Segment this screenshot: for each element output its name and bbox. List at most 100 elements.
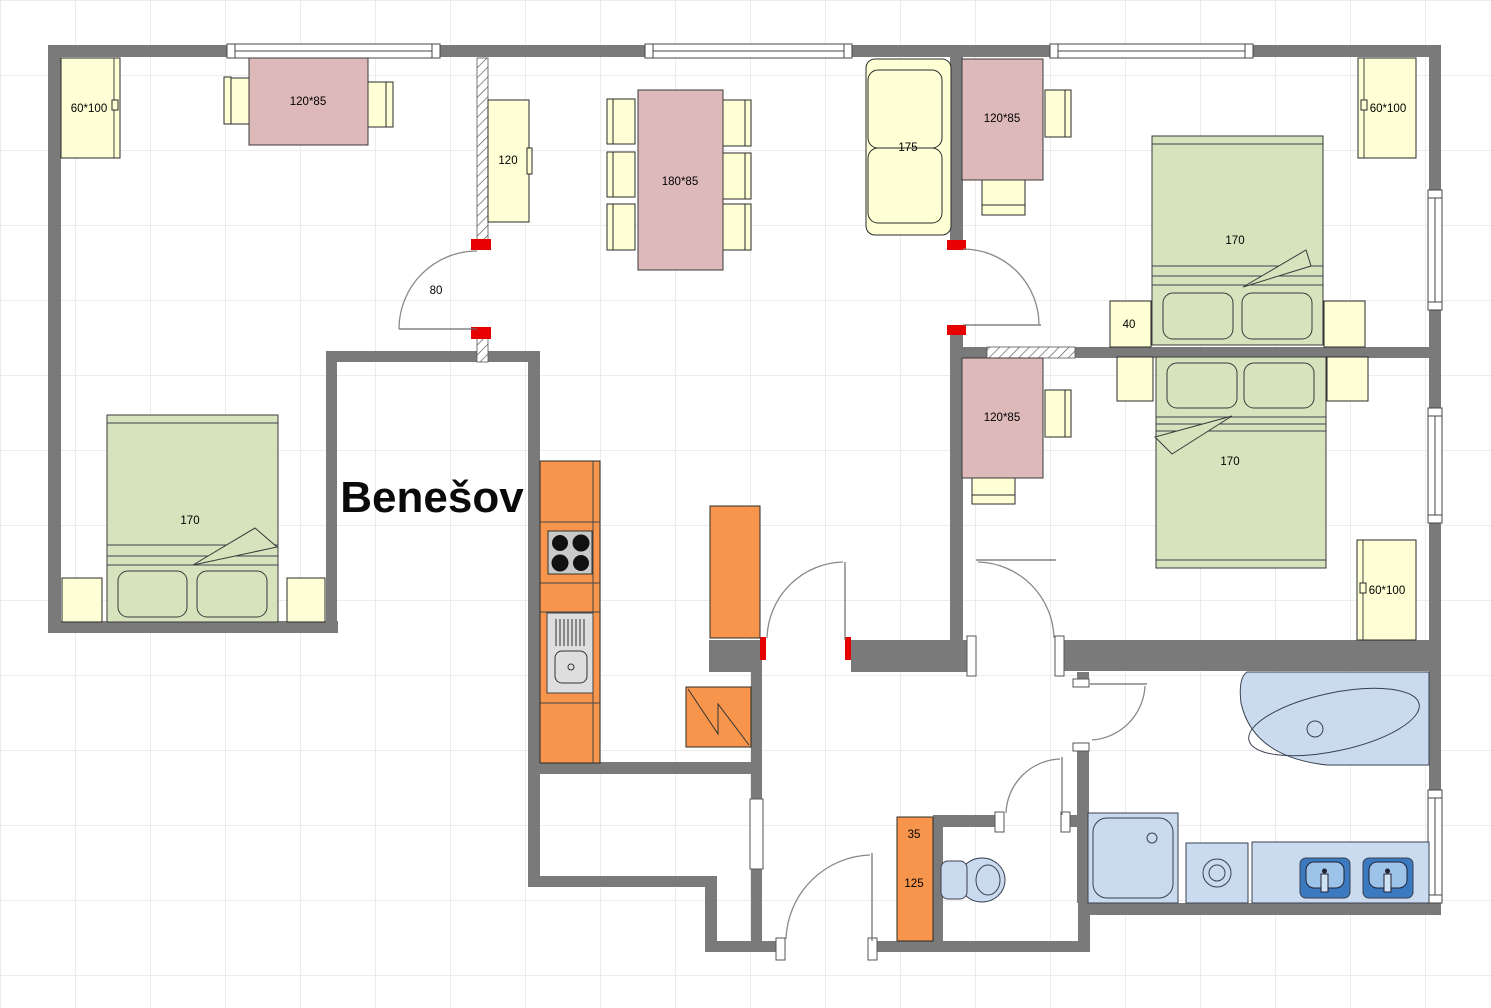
- window-right-bedroom2[interactable]: [1427, 407, 1443, 524]
- wall-entry-step[interactable]: [705, 876, 717, 952]
- door-living-to-hallway[interactable]: [760, 561, 851, 660]
- cabinet-bedroom1[interactable]: [1357, 57, 1417, 159]
- dining-table[interactable]: [637, 89, 724, 271]
- cabinet-bedroom2[interactable]: [1356, 539, 1417, 641]
- hatched-wall-living-upper[interactable]: [476, 57, 489, 250]
- chair[interactable]: [606, 151, 636, 198]
- label-desk-bedroom1: 120*85: [984, 113, 1020, 125]
- wall-hall-top-a[interactable]: [709, 640, 762, 672]
- yellow-furniture: [60, 57, 1417, 641]
- blanket-fold: [192, 527, 279, 566]
- window-top-3[interactable]: [1049, 43, 1254, 59]
- chair[interactable]: [722, 152, 752, 200]
- label-shoe-cabinet-width: 35: [908, 829, 921, 841]
- wall-corridor-top[interactable]: [326, 351, 540, 362]
- wall-kitchen-right-lower[interactable]: [751, 868, 762, 943]
- door-hallway-to-bathroom[interactable]: [1072, 678, 1147, 752]
- sink[interactable]: [1299, 857, 1351, 899]
- fridge[interactable]: [685, 686, 752, 748]
- label-desk-bedroom2: 120*85: [984, 412, 1020, 424]
- door-jamb-red: [471, 239, 491, 250]
- chair[interactable]: [722, 203, 752, 251]
- door-jamb: [966, 635, 977, 677]
- wall-bathroom-top[interactable]: [1063, 640, 1441, 671]
- chair[interactable]: [971, 477, 1016, 505]
- wall-living-bedrooms-upper[interactable]: [950, 45, 963, 249]
- kitchen-sink[interactable]: [546, 612, 594, 694]
- door-jamb-red: [471, 327, 491, 339]
- burner: [573, 555, 589, 571]
- nightstand-40[interactable]: [1109, 300, 1152, 348]
- shower[interactable]: [1087, 812, 1179, 904]
- wall-bedroom-divider-right[interactable]: [1075, 347, 1441, 358]
- table-top-left[interactable]: [248, 57, 369, 146]
- kitchen-details: [546, 530, 594, 694]
- desk-bedroom1[interactable]: [961, 58, 1044, 181]
- wall-bottom-b[interactable]: [872, 941, 1088, 952]
- chair[interactable]: [606, 203, 636, 251]
- door-jamb-red: [845, 637, 851, 660]
- wall-living-bedrooms-lower[interactable]: [950, 325, 963, 672]
- windows[interactable]: [226, 43, 1443, 904]
- wall-hall-top-b[interactable]: [851, 640, 968, 672]
- opening-entry-passage[interactable]: [749, 798, 764, 870]
- label-bed-bedroom3: 170: [180, 515, 199, 527]
- nightstand[interactable]: [1323, 300, 1366, 348]
- wall-kitchen-bottom[interactable]: [528, 762, 762, 774]
- chair[interactable]: [223, 76, 250, 125]
- toilet[interactable]: [940, 857, 1006, 903]
- stove[interactable]: [547, 530, 593, 575]
- door-hallway-to-wc[interactable]: [994, 757, 1071, 833]
- hatched-wall-bedroom-divider[interactable]: [986, 346, 1076, 359]
- wall-bedroom3-bottom[interactable]: [48, 621, 338, 633]
- wall-bathroom-bottom[interactable]: [1078, 903, 1441, 915]
- chair[interactable]: [1044, 89, 1072, 138]
- desk-bedroom2[interactable]: [961, 357, 1044, 479]
- wall-bedroom-divider-left[interactable]: [950, 347, 987, 358]
- wall-corridor-left[interactable]: [326, 351, 337, 633]
- tall-cabinet[interactable]: [709, 505, 761, 639]
- nightstand[interactable]: [61, 577, 103, 623]
- door-jamb: [867, 937, 878, 961]
- bed-bedroom1[interactable]: [1151, 135, 1324, 346]
- nightstand[interactable]: [286, 577, 326, 623]
- door-jamb-red: [947, 240, 966, 250]
- window-right-bathroom[interactable]: [1427, 789, 1443, 904]
- window-top-1[interactable]: [226, 43, 441, 59]
- shoe-cabinet[interactable]: [896, 816, 934, 942]
- wall-bathroom-step[interactable]: [1078, 903, 1090, 952]
- washing-machine[interactable]: [1185, 842, 1249, 904]
- doors[interactable]: [398, 239, 1147, 961]
- nightstand[interactable]: [1116, 356, 1154, 402]
- cabinet-hall-120[interactable]: [487, 99, 533, 223]
- bed-bedroom3[interactable]: [106, 414, 279, 623]
- wall-wc-top-a[interactable]: [933, 815, 1002, 827]
- burner: [552, 535, 568, 551]
- chair[interactable]: [367, 81, 394, 128]
- wall-entry-bottom[interactable]: [528, 876, 717, 887]
- bathtub[interactable]: [1239, 671, 1430, 768]
- chair[interactable]: [981, 179, 1026, 216]
- window-right-bedroom1[interactable]: [1427, 189, 1443, 311]
- chair[interactable]: [722, 99, 752, 147]
- kitchen-counter[interactable]: [539, 460, 601, 764]
- door-jamb: [1072, 678, 1090, 688]
- wall-kitchen-right-upper[interactable]: [751, 672, 762, 800]
- door-living-to-leftroom[interactable]: [398, 239, 491, 339]
- chair[interactable]: [1044, 389, 1072, 438]
- bed-bedroom2[interactable]: [1154, 356, 1327, 569]
- wall-left[interactable]: [48, 45, 61, 633]
- nightstand[interactable]: [1326, 356, 1369, 402]
- chair[interactable]: [606, 98, 636, 145]
- wall-bathroom-left-lower[interactable]: [1077, 747, 1089, 903]
- sink[interactable]: [1362, 857, 1414, 899]
- cabinet-top-left[interactable]: [60, 57, 121, 159]
- wall-wc-left[interactable]: [933, 815, 943, 943]
- wall-bottom-a[interactable]: [705, 941, 782, 952]
- wall-kitchen-left[interactable]: [528, 351, 540, 887]
- door-hallway-to-bedroom2[interactable]: [966, 559, 1065, 677]
- sofa[interactable]: [865, 58, 952, 236]
- door-front-entrance[interactable]: [775, 853, 878, 961]
- door-living-to-bedroom1[interactable]: [947, 240, 1041, 335]
- window-top-2[interactable]: [644, 43, 853, 59]
